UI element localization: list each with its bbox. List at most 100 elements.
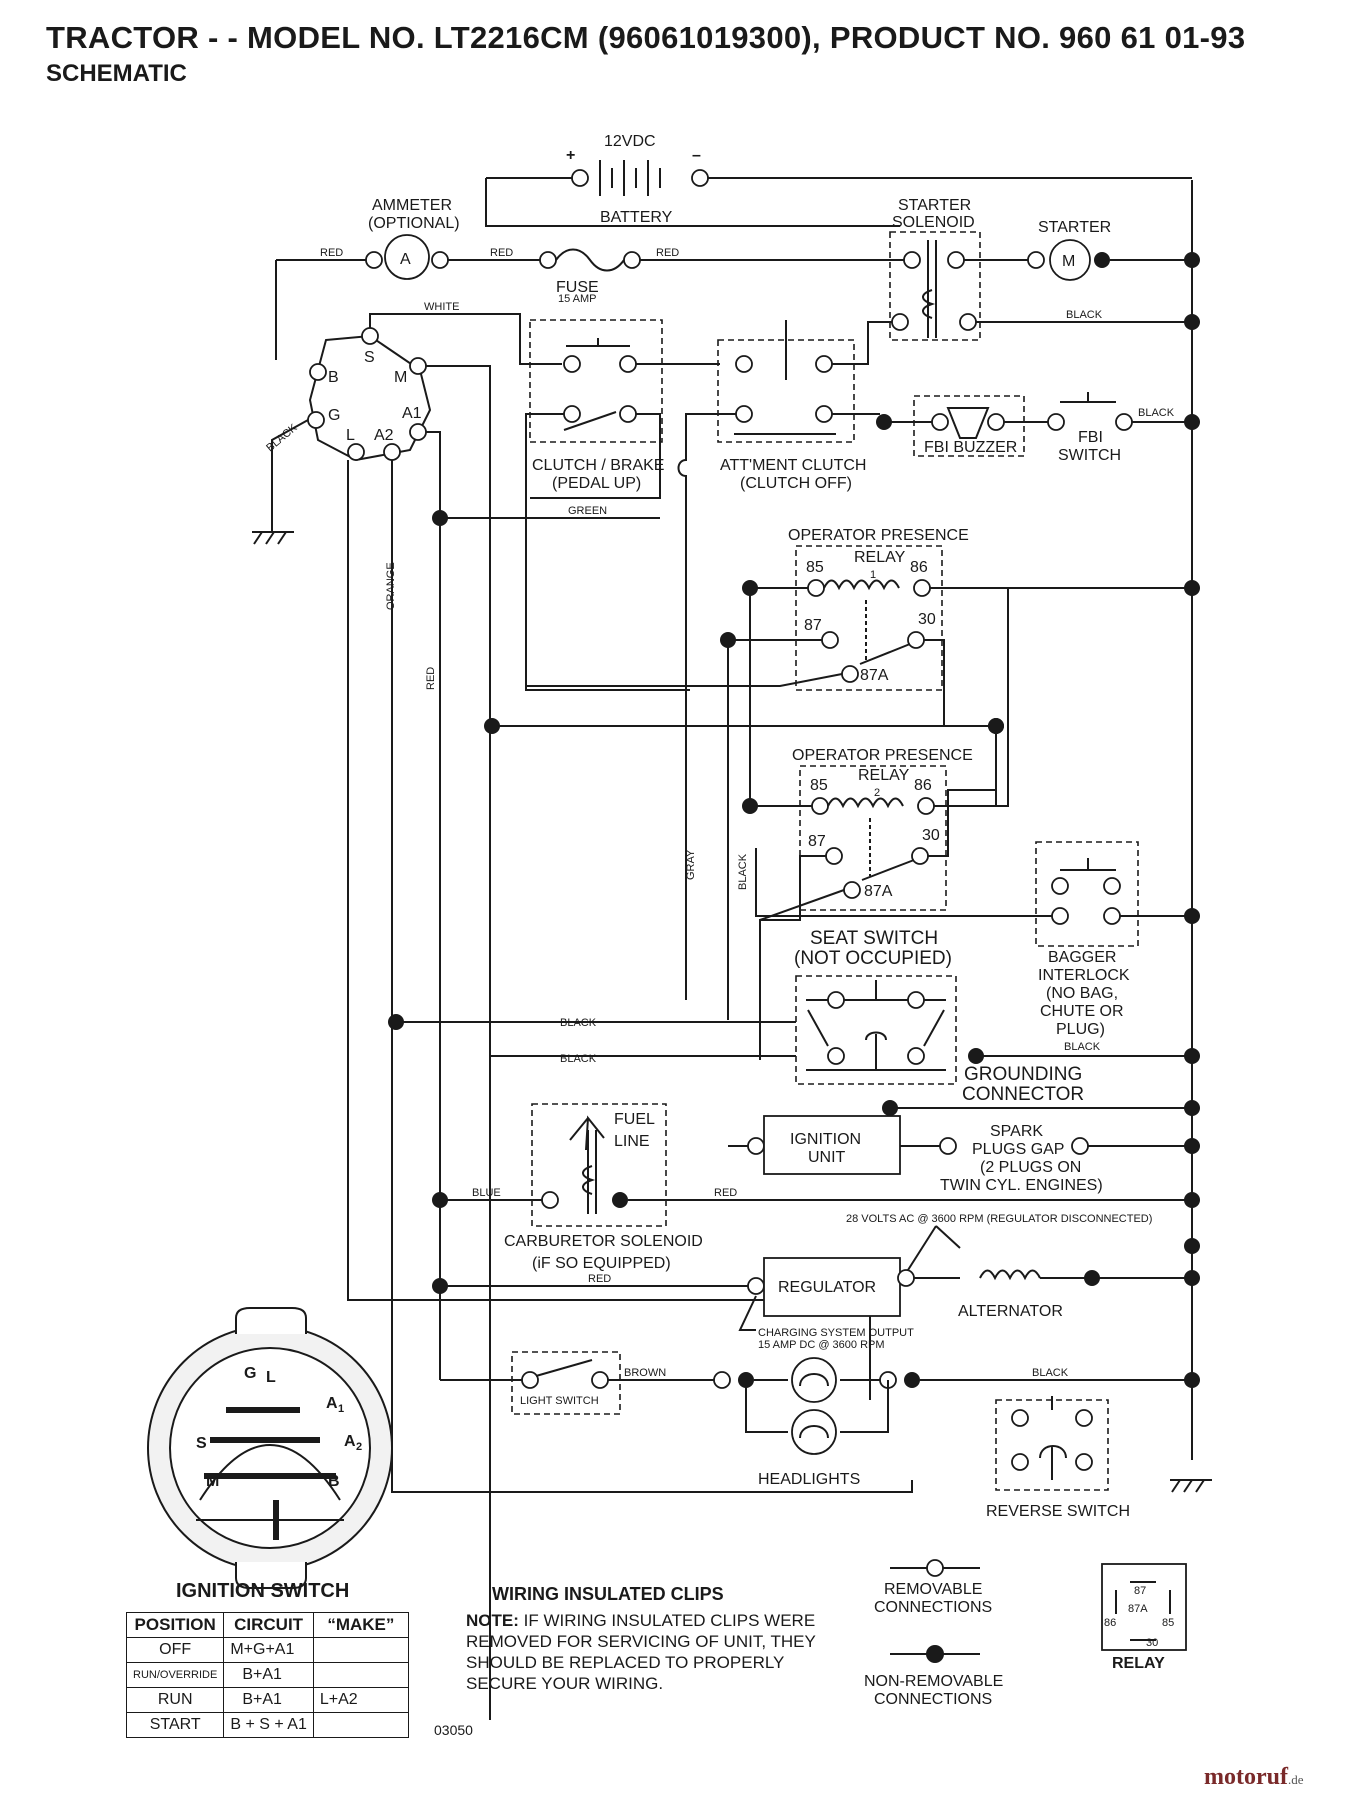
legend-relay-87a: 87A [1128,1603,1148,1615]
wire-black-relay: BLACK [737,853,749,890]
opr2-num: 2 [874,787,880,799]
grounding-label-1: GROUNDING [964,1064,1082,1085]
watermark-suffix: .de [1287,1772,1304,1787]
carburetor-solenoid: FUEL LINE CARBURETOR SOLENOID (iF SO EQU… [442,1103,1192,1272]
table-cell-make [312,1712,409,1738]
table-header-circuit: CIRCUIT [223,1612,314,1638]
table-cell-circuit: B+A1 [223,1662,314,1688]
watermark: motoruf.de [1204,1764,1304,1791]
ignition-unit-label-1: IGNITION [790,1131,861,1148]
face-label-l: L [266,1369,276,1386]
table-cell-make: L+A2 [312,1687,409,1713]
opr1-pin-85: 85 [806,559,824,576]
watermark-main: motoruf [1204,1764,1288,1790]
reverse-switch-label: REVERSE SWITCH [986,1503,1130,1520]
wire-black-seat-1: BLACK [560,1017,597,1029]
face-label-s: S [196,1435,207,1452]
opr2-pin-86: 86 [914,777,932,794]
wire-black-lights: BLACK [1032,1367,1069,1379]
table-cell-circuit: B + S + A1 [223,1712,314,1738]
ground-bus [1170,180,1212,1493]
charging-label-1: CHARGING SYSTEM OUTPUT [758,1327,914,1339]
page-title: TRACTOR - - MODEL NO. LT2216CM (96061019… [46,20,1246,55]
ignition-unit: IGNITION UNIT [728,1100,1192,1175]
legend-removable-2: CONNECTIONS [874,1599,992,1616]
bagger-label-2: INTERLOCK [1038,967,1130,984]
fbi-switch-label-2: SWITCH [1058,447,1121,464]
ammeter-label-1: AMMETER [372,197,452,214]
table-cell-make [312,1637,409,1663]
attment-clutch-label-2: (CLUTCH OFF) [740,475,852,492]
ign-term-a2: A2 [374,427,394,444]
wire-gray: GRAY [685,849,697,880]
ign-term-a1: A1 [402,405,422,422]
fuse: FUSE 15 AMP RED [555,247,910,305]
battery-minus: – [692,147,701,164]
ign-term-b: B [328,369,339,386]
table-row: RUN/OVERRIDE B+A1 [125,1662,409,1688]
ammeter: A AMMETER (OPTIONAL) RED RED [275,197,557,360]
table-row: OFF M+G+A1 [125,1637,409,1663]
opr1-pin-30: 30 [918,611,936,628]
wire-blue: BLUE [472,1187,501,1199]
opr2-pin-87: 87 [808,833,826,850]
starter-solenoid-label-1: STARTER [898,197,971,214]
note-label: NOTE: [466,1611,519,1630]
opr2-pin-85: 85 [810,777,828,794]
face-label-a1-sub: 1 [338,1403,344,1415]
battery-label: BATTERY [600,209,673,226]
table-cell-position: RUN/OVERRIDE [125,1662,225,1688]
table-header-position: POSITION [125,1612,225,1638]
battery-plus: + [566,147,575,164]
legend: REMOVABLE CONNECTIONS NON-REMOVABLE CONN… [864,1559,1187,1708]
carb-label-1: CARBURETOR SOLENOID [504,1233,703,1250]
ammeter-symbol: A [400,251,411,268]
opr1-pin-87a: 87A [860,667,889,684]
legend-relay-85: 85 [1162,1617,1174,1629]
legend-relay-87: 87 [1134,1585,1146,1597]
spark-plugs: SPARK PLUGS GAP (2 PLUGS ON TWIN CYL. EN… [939,1123,1192,1194]
wiring-clips-title: WIRING INSULATED CLIPS [492,1584,724,1604]
opr1-title: OPERATOR PRESENCE [788,527,969,544]
table-row: RUN B+A1 L+A2 [125,1687,409,1713]
page-subtitle: SCHEMATIC [46,60,187,87]
ammeter-label-2: (OPTIONAL) [368,215,460,232]
opr2-pin-87a: 87A [864,883,893,900]
light-switch: LIGHT SWITCH BROWN [440,1351,714,1415]
table-header-row: POSITION CIRCUIT “MAKE” [125,1612,409,1638]
ignition-switch-schematic: S B M G A1 L A2 BLACK WHITE ORANGE RED [252,301,913,1720]
fbi-switch-label-1: FBI [1078,429,1103,446]
opr1-pin-86: 86 [910,559,928,576]
alternator: ALTERNATOR [958,1269,1192,1320]
wire-black-ground: BLACK [264,421,300,454]
spark-label-3: (2 PLUGS ON [980,1159,1081,1176]
regulator: 28 VOLTS AC @ 3600 RPM (REGULATOR DISCON… [442,1213,1152,1351]
ign-term-l: L [346,427,355,444]
table-cell-make [312,1662,409,1688]
legend-nonremovable-1: NON-REMOVABLE [864,1673,1003,1690]
wire-red-carb: RED [714,1187,737,1199]
fuse-label: FUSE [556,279,599,296]
table-cell-position: RUN [125,1687,225,1713]
fbi-buzzer: FBI BUZZER [876,395,1048,457]
reverse-switch: REVERSE SWITCH [986,1396,1130,1520]
operator-presence-relay-2: OPERATOR PRESENCE RELAY 2 85 86 87 30 87… [737,588,1009,1060]
wire-black-ground-conn: BLACK [1064,1041,1101,1053]
wire-brown: BROWN [624,1367,666,1379]
carb-label-2: (iF SO EQUIPPED) [532,1255,671,1272]
seat-switch: SEAT SWITCH (NOT OCCUPIED) BLACK BLACK B… [396,928,1192,1105]
headlights-label: HEADLIGHTS [758,1471,860,1488]
starter-label: STARTER [1038,219,1111,236]
wire-black-seat-2: BLACK [560,1053,597,1065]
diagram-code: 03050 [434,1722,473,1738]
table-cell-position: START [125,1712,225,1738]
spark-label-1: SPARK [990,1123,1043,1140]
wire-black-fbi: BLACK [1138,407,1175,419]
legend-removable-1: REMOVABLE [884,1581,982,1598]
battery: + – 12VDC BATTERY [485,133,1192,227]
face-label-a2-sub: 2 [356,1441,362,1453]
voltage-note: 28 VOLTS AC @ 3600 RPM (REGULATOR DISCON… [846,1213,1152,1225]
face-label-a1: A [326,1395,338,1412]
regulator-label: REGULATOR [778,1279,876,1296]
